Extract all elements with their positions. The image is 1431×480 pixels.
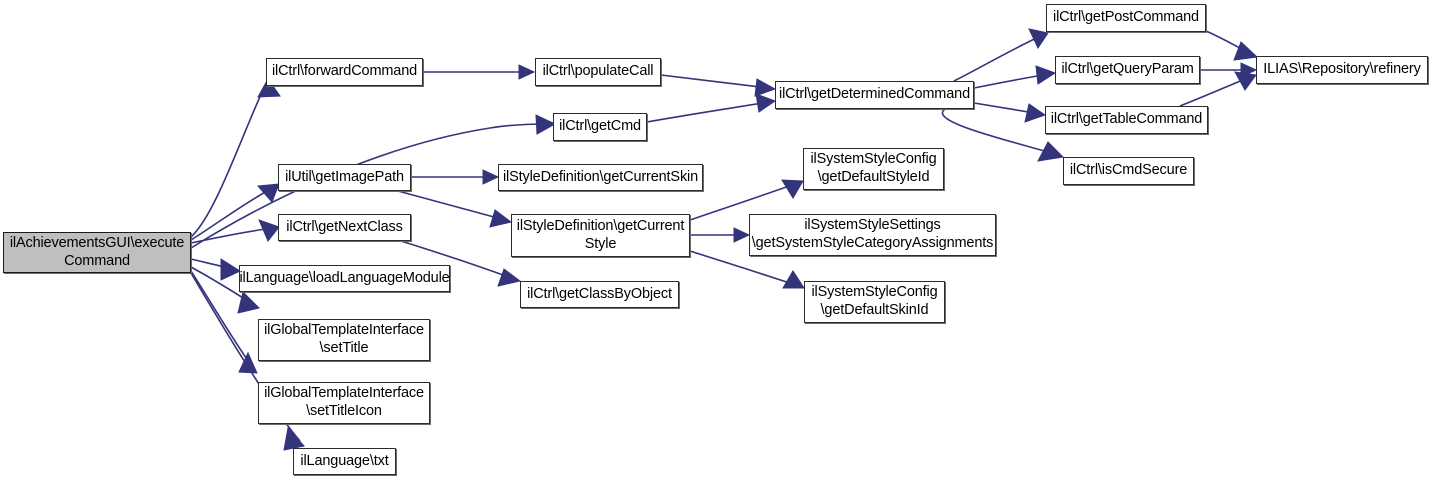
edge-getCurrentStyle-to-defaultSkinId: [689, 250, 800, 287]
arrowhead-getPostCommand-to-refinery: [1233, 41, 1259, 61]
arrowhead-root-to-langTxt: [283, 426, 305, 451]
graph-node-refinery[interactable]: ILIAS\Repository\refinery: [1256, 56, 1428, 84]
graph-node-setTitle[interactable]: ilGlobalTemplateInterface \setTitle: [258, 319, 430, 361]
arrowhead-getDetermined-to-getQueryParam: [1035, 65, 1057, 85]
edge-root-to-getImagePath: [190, 186, 275, 241]
arrowhead-getDetermined-to-isCmdSecure: [1037, 141, 1065, 162]
edge-getDetermined-to-getPostCommand: [953, 34, 1044, 82]
graph-node-langTxt[interactable]: ilLanguage\txt: [293, 448, 396, 475]
arrowhead-root-to-loadLangModule: [220, 258, 242, 281]
edge-getCmd-to-getDetermined: [646, 101, 770, 123]
graph-node-getPostCommand[interactable]: ilCtrl\getPostCommand: [1046, 4, 1206, 32]
graph-node-getTableCommand[interactable]: ilCtrl\getTableCommand: [1045, 106, 1208, 134]
graph-node-getCmd[interactable]: ilCtrl\getCmd: [553, 113, 647, 141]
arrowhead-getCurrentStyle-to-defaultSkinId: [782, 270, 805, 289]
edge-root-to-forwardCommand: [190, 89, 264, 238]
edge-getDetermined-to-getQueryParam: [973, 73, 1050, 89]
arrowhead-getQueryParam-to-refinery: [1240, 62, 1258, 78]
arrowhead-getCmd-to-getDetermined: [755, 93, 777, 113]
arrowhead-root-to-getNextClass: [258, 219, 280, 242]
arrowhead-root-to-setTitle: [237, 291, 260, 314]
graph-node-populateCall[interactable]: ilCtrl\populateCall: [535, 58, 661, 86]
graph-node-getClassByObject[interactable]: ilCtrl\getClassByObject: [520, 281, 679, 308]
graph-node-forwardCommand[interactable]: ilCtrl\forwardCommand: [266, 58, 423, 86]
graph-node-getDetermined[interactable]: ilCtrl\getDeterminedCommand: [775, 81, 974, 109]
arrowhead-root-to-getImagePath: [256, 183, 280, 203]
arrowhead-getNextClass-to-getClassByObject: [497, 268, 522, 287]
arrowhead-getCurrentStyle-to-defaultStyleId: [781, 179, 804, 199]
arrowhead-getDetermined-to-getTableCommand: [1024, 103, 1047, 123]
graph-node-setTitleIcon[interactable]: ilGlobalTemplateInterface \setTitleIcon: [258, 382, 430, 424]
edge-root-to-getNextClass: [190, 227, 274, 244]
graph-node-getCurrentStyle[interactable]: ilStyleDefinition\getCurrent Style: [511, 214, 690, 257]
arrowhead-forwardCommand-to-populateCall: [518, 64, 536, 80]
graph-node-getQueryParam[interactable]: ilCtrl\getQueryParam: [1055, 56, 1200, 84]
graph-node-root[interactable]: ilAchievementsGUI\execute Command: [3, 232, 191, 273]
graph-node-getNextClass[interactable]: ilCtrl\getNextClass: [278, 214, 411, 241]
graph-node-defaultStyleId[interactable]: ilSystemStyleConfig \getDefaultStyleId: [803, 148, 944, 190]
edge-root-to-loadLangModule: [190, 258, 235, 270]
graph-node-getImagePath[interactable]: ilUtil\getImagePath: [278, 164, 411, 191]
edge-getDetermined-to-getTableCommand: [973, 102, 1041, 115]
edge-getPostCommand-to-refinery: [1205, 30, 1252, 55]
edge-getImagePath-to-getCurrentStyle: [397, 190, 506, 221]
arrowhead-getTableCommand-to-refinery: [1234, 71, 1257, 91]
arrowhead-getCurrentStyle-to-styleCategory: [733, 227, 751, 243]
graph-node-loadLangModule[interactable]: ilLanguage\loadLanguageModule: [239, 265, 450, 292]
edge-populateCall-to-getDetermined: [660, 74, 770, 89]
arrowhead-getImagePath-to-getCurrentStyle: [489, 209, 513, 228]
graph-node-getCurrentSkin[interactable]: ilStyleDefinition\getCurrentSkin: [498, 164, 703, 191]
arrowhead-root-to-setTitleIcon: [238, 351, 258, 374]
graph-node-defaultSkinId[interactable]: ilSystemStyleConfig \getDefaultSkinId: [804, 281, 945, 323]
graph-node-styleCategory[interactable]: ilSystemStyleSettings \getSystemStyleCat…: [749, 214, 996, 256]
edge-getDetermined-to-isCmdSecure: [941, 107, 1059, 156]
graph-node-isCmdSecure[interactable]: ilCtrl\isCmdSecure: [1063, 157, 1194, 185]
arrowhead-getImagePath-to-getCurrentSkin: [482, 169, 500, 185]
arrowhead-populateCall-to-getDetermined: [754, 78, 777, 97]
